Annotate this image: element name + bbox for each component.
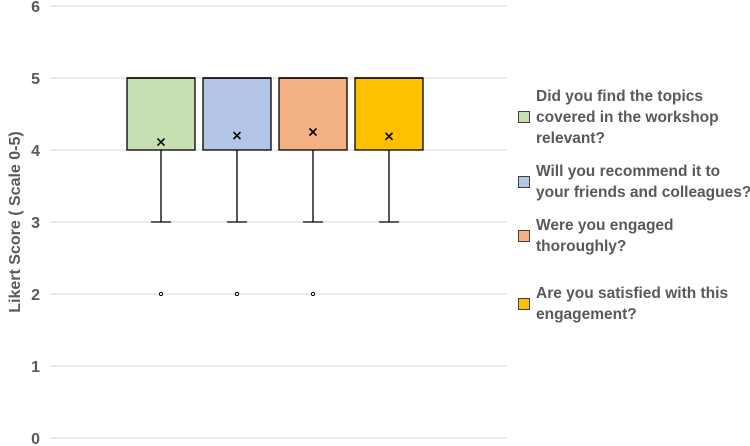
box-group: [278, 77, 348, 297]
y-axis-title: Likert Score ( Scale 0-5): [7, 131, 24, 312]
y-tick-label: 5: [31, 71, 40, 88]
y-tick-label: 4: [31, 143, 40, 160]
mean-marker-stroke: [232, 131, 242, 140]
mean-marker: [308, 127, 318, 137]
mean-marker-stroke: [156, 138, 166, 147]
legend-label: Did you find the topics: [536, 88, 704, 105]
y-tick-label: 1: [31, 359, 40, 376]
box: [354, 77, 424, 151]
legend-label: your friends and colleagues?: [536, 184, 750, 201]
legend-label: Are you satisfied with this: [536, 285, 729, 302]
y-axis-ticks: 0 1 2 3 4 5 6: [31, 0, 40, 446]
y-tick-label: 6: [31, 0, 40, 16]
legend-label: engagement?: [536, 306, 637, 323]
legend-label: Were you engaged: [536, 217, 674, 234]
mean-marker-stroke: [308, 127, 318, 137]
y-tick-label: 3: [31, 215, 40, 232]
mean-marker: [156, 138, 166, 147]
legend-label: Will you recommend it to: [536, 163, 721, 180]
y-tick-label: 0: [31, 431, 40, 446]
legend-swatch: [518, 298, 530, 310]
boxes: [126, 77, 424, 297]
box-group: [202, 77, 272, 297]
legend-label: relevant?: [536, 130, 605, 147]
box-group: [126, 77, 196, 297]
y-tick-label: 2: [31, 287, 40, 304]
legend-swatch: [518, 230, 530, 242]
outlier-point: [234, 291, 240, 297]
outlier-point: [158, 291, 164, 297]
legend-swatch: [518, 176, 530, 188]
outlier-point: [310, 291, 316, 297]
legend-item: Did you find the topics covered in the wo…: [516, 86, 750, 149]
mean-marker: [232, 131, 242, 140]
mean-marker: [384, 132, 394, 141]
legend-label: covered in the workshop: [536, 109, 719, 126]
box: [202, 77, 272, 151]
mean-marker-stroke: [384, 132, 394, 141]
legend-item: Will you recommend it to your friends and…: [516, 161, 750, 203]
legend-item: Are you satisfied with this engagement?: [516, 283, 750, 325]
box: [126, 77, 196, 151]
box: [278, 77, 348, 151]
legend-label: thoroughly?: [536, 238, 627, 255]
box-group: [354, 77, 424, 223]
legend-swatch: [518, 111, 530, 123]
gridlines: [50, 5, 507, 439]
legend-item: Were you engaged thoroughly?: [516, 215, 750, 257]
legend: Did you find the topics covered in the wo…: [516, 86, 750, 325]
